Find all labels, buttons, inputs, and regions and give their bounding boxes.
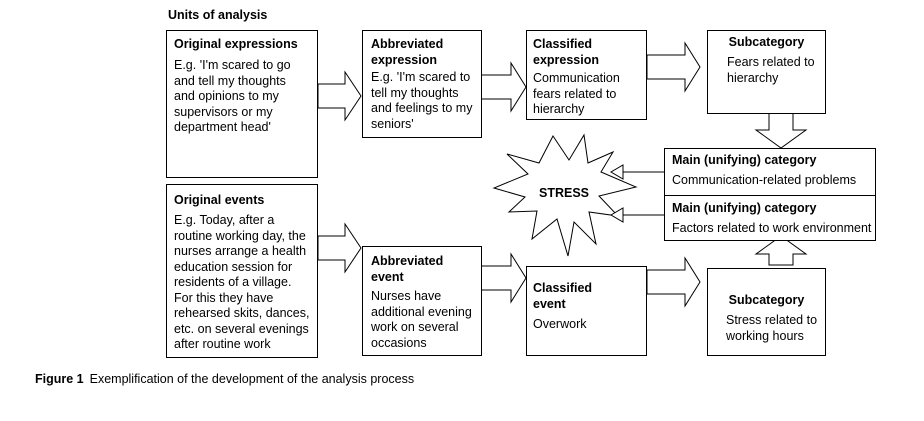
arrow-event-3 (646, 256, 701, 308)
original-events-box: Original events E.g. Today, after a rout… (166, 184, 318, 358)
arrow-up-from-main (754, 235, 808, 266)
abbreviated-expression-title: Abbreviated expression (371, 37, 444, 67)
figure-caption-label: Figure 1 (35, 372, 84, 386)
main-category-2-text: Factors related to work environment (672, 221, 872, 235)
original-expressions-text: E.g. 'I'm scared to go and tell my thoug… (174, 58, 291, 134)
arrow-down-to-main (754, 112, 808, 149)
original-events-title: Original events (174, 193, 265, 207)
subcategory-top-box: Subcategory Fears related to hierarchy (707, 30, 826, 114)
arrow-event-1 (317, 222, 362, 274)
abbreviated-event-text: Nurses have additional evening work on s… (371, 289, 472, 350)
main-category-divider (665, 195, 875, 196)
arrow-expr-2 (480, 61, 527, 113)
abbreviated-expression-text: E.g. 'I'm scared to tell my thoughts and… (371, 70, 473, 131)
units-of-analysis-heading: Units of analysis (168, 8, 268, 22)
main-categories-box: Main (unifying) category Communication-r… (664, 148, 876, 241)
subcategory-bottom-title: Subcategory (728, 293, 805, 307)
classified-event-text: Overwork (533, 317, 587, 331)
abbreviated-expression-box: Abbreviated expression E.g. 'I'm scared … (362, 30, 482, 138)
original-expressions-title: Original expressions (174, 37, 298, 51)
abbreviated-event-title: Abbreviated event (371, 254, 444, 284)
arrow-event-2 (480, 252, 527, 304)
stress-label: STRESS (539, 186, 590, 200)
figure-caption: Figure 1 Exemplification of the developme… (35, 372, 414, 386)
arrow-expr-1 (317, 70, 362, 122)
original-expressions-box: Original expressions E.g. 'I'm scared to… (166, 30, 318, 178)
subcategory-top-title: Subcategory (728, 35, 805, 49)
main-category-2-title: Main (unifying) category (672, 201, 817, 215)
main-category-1-text: Communication-related problems (672, 173, 857, 187)
main-category-1-title: Main (unifying) category (672, 153, 817, 167)
classified-expression-title: Classified expression (533, 37, 600, 67)
figure-caption-text: Exemplification of the development of th… (89, 372, 415, 386)
original-events-text: E.g. Today, after a routine working day,… (174, 213, 310, 351)
arrow-expr-3 (646, 41, 701, 93)
classified-expression-box: Classified expression Communication fear… (526, 30, 647, 120)
subcategory-top-text: Fears related to hierarchy (727, 55, 815, 85)
classified-event-box: Classified event Overwork (526, 266, 647, 356)
classified-expression-text: Communication fears related to hierarchy (533, 71, 620, 116)
stress-star-icon (492, 133, 638, 257)
arrow-to-stress-2 (610, 207, 664, 223)
arrow-to-stress-1 (610, 164, 664, 180)
subcategory-bottom-text: Stress related to working hours (726, 313, 818, 343)
abbreviated-event-box: Abbreviated event Nurses have additional… (362, 246, 482, 356)
subcategory-bottom-box: Subcategory Stress related to working ho… (707, 268, 826, 356)
classified-event-title: Classified event (533, 281, 593, 311)
